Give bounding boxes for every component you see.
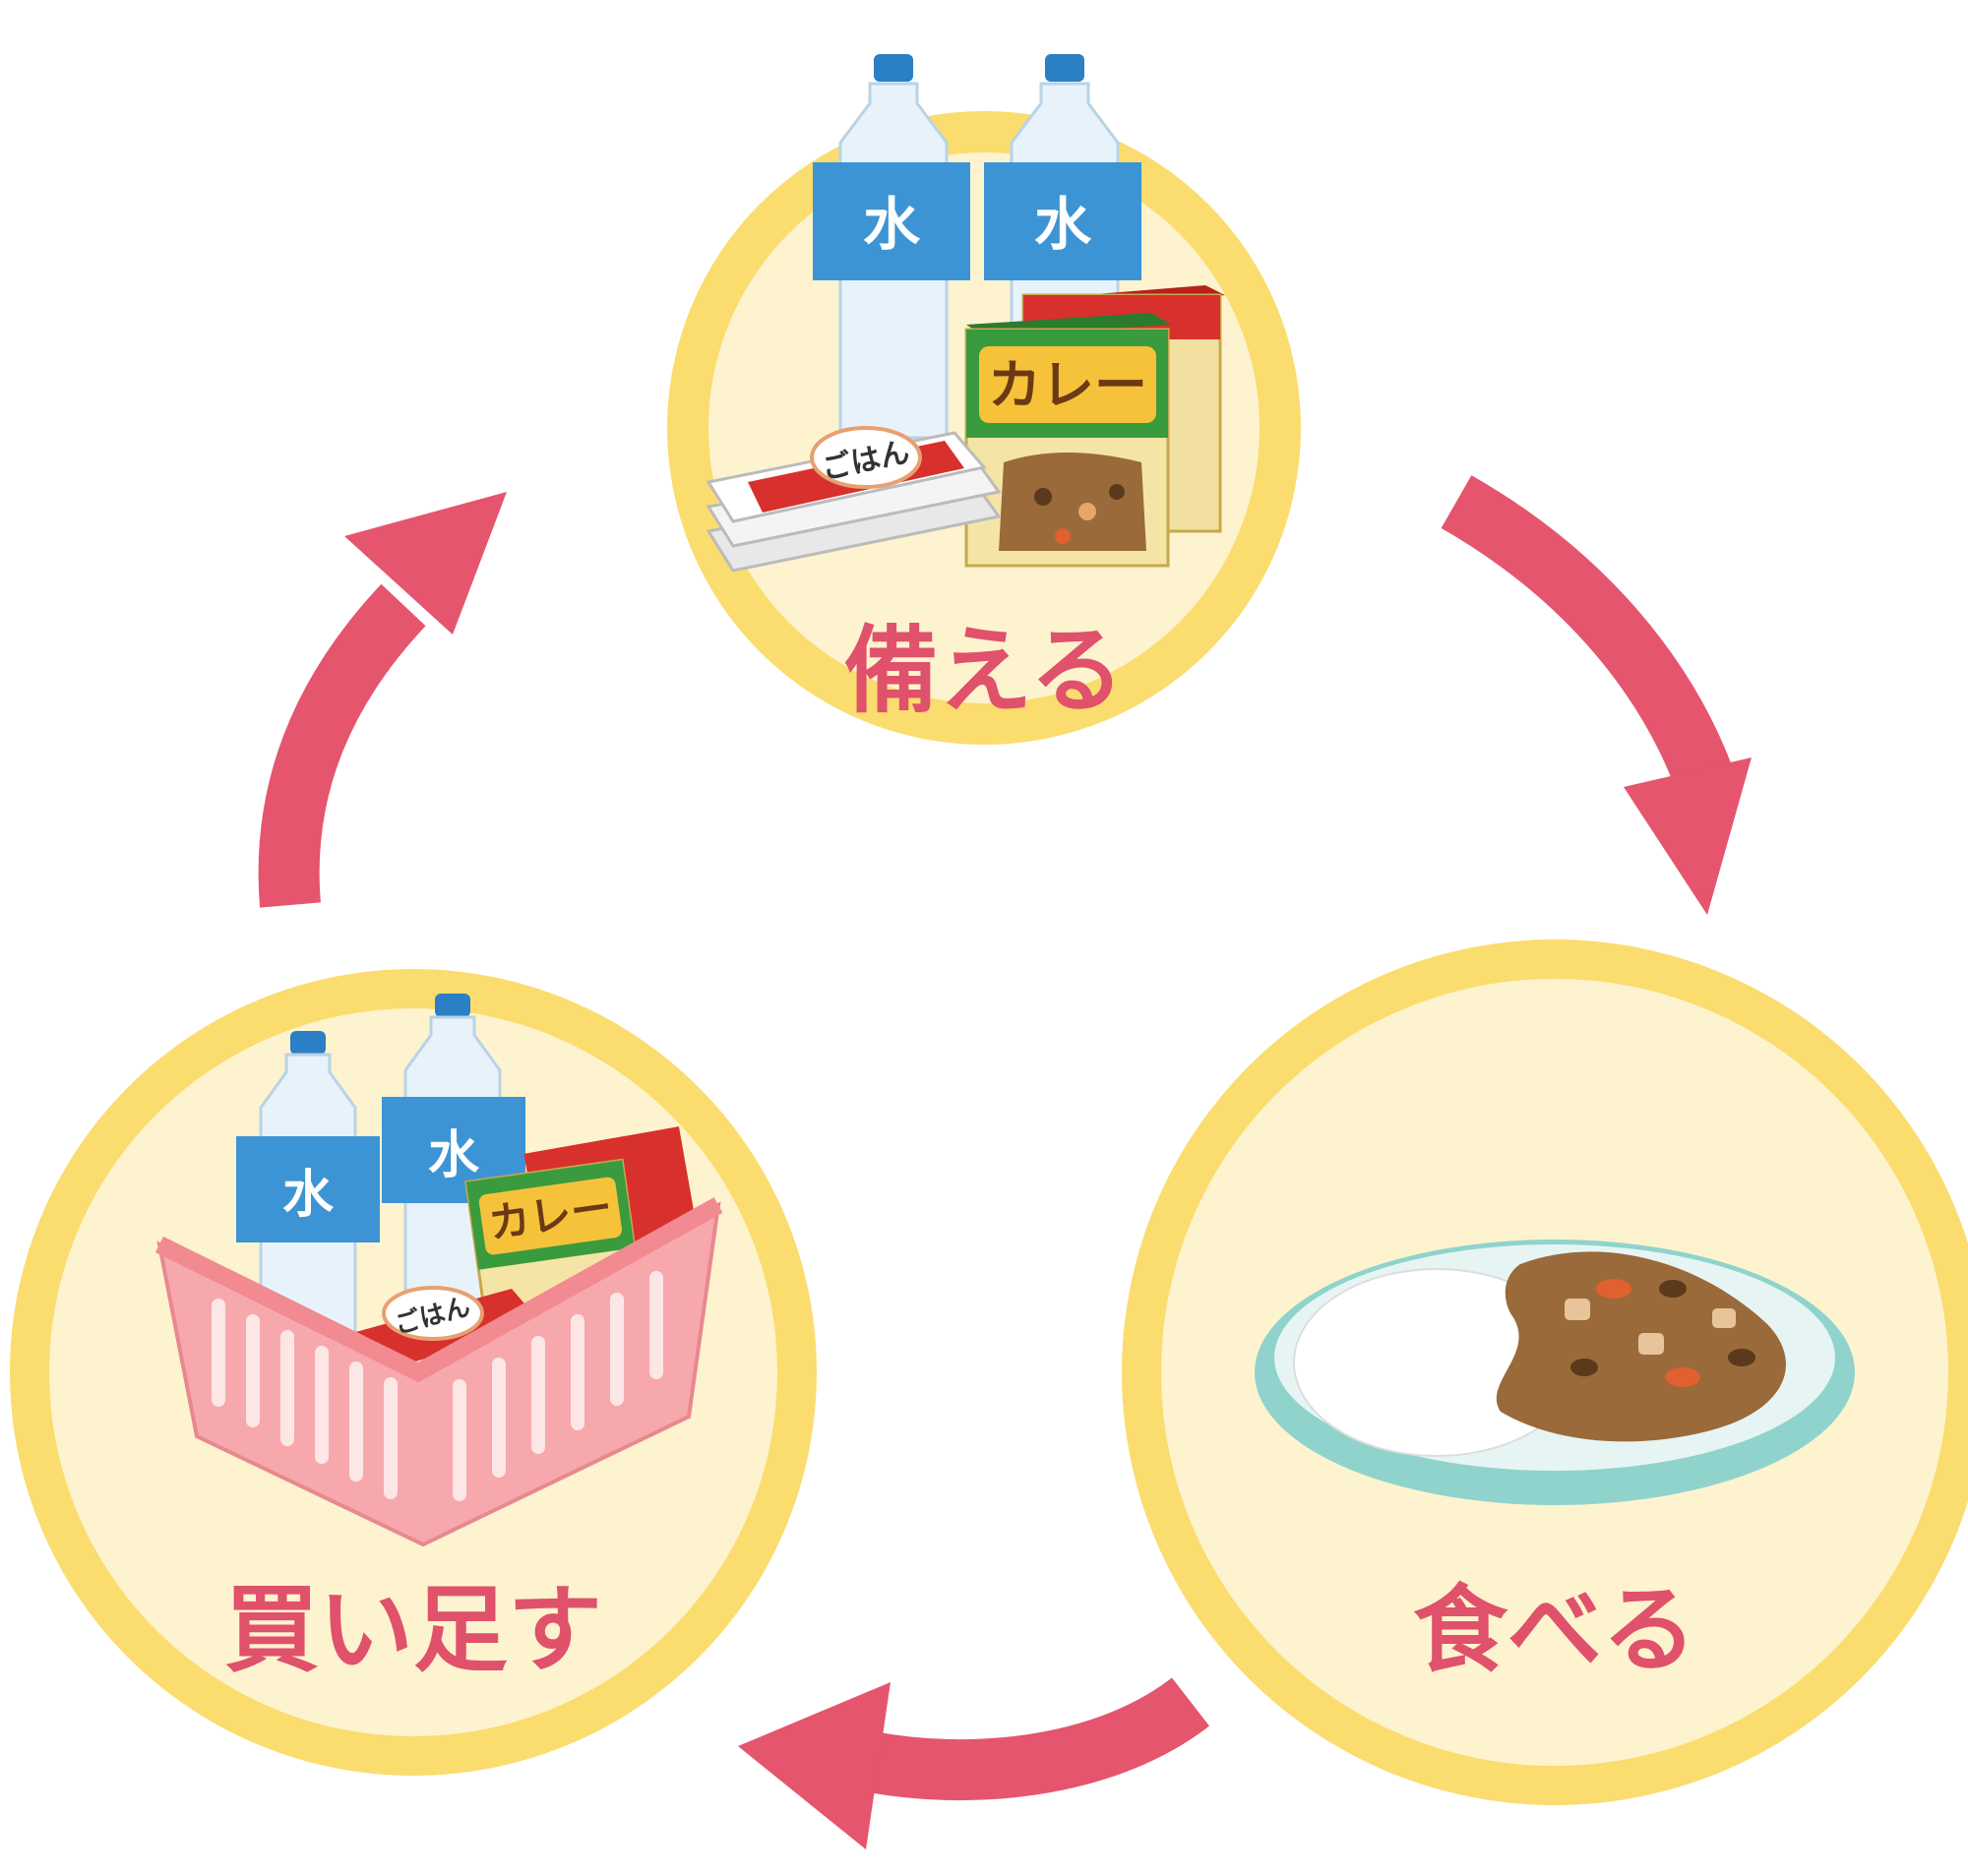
- stage-label: 食べる: [1413, 1575, 1696, 1685]
- water-label: 水: [1034, 191, 1092, 258]
- rice-pack-icon: ごはん: [706, 426, 1002, 573]
- water-bottle-icon: 水: [236, 1031, 380, 1346]
- stage-eat: 食べる: [1122, 939, 1968, 1805]
- stage-prepare: 水 水 カレー: [667, 54, 1301, 745]
- water-label: 水: [282, 1166, 335, 1225]
- water-label: 水: [863, 191, 921, 258]
- curry-box-icon: カレー: [964, 313, 1171, 568]
- curry-box-label: カレー: [988, 354, 1147, 416]
- curry-rice-plate-icon: [1255, 1240, 1855, 1505]
- cycle-arrow-icon: [738, 1677, 1210, 1849]
- cycle-arrow-icon: [1441, 475, 1752, 915]
- cycle-arrows: [258, 475, 1752, 1849]
- stage-label: 備える: [843, 616, 1124, 726]
- shopping-basket-icon: [155, 1197, 723, 1547]
- water-label: 水: [428, 1126, 480, 1185]
- stage-restock: 水 水 カレー ごはん: [10, 969, 817, 1776]
- stage-label: 買い足す: [224, 1575, 602, 1685]
- cycle-arrow-icon: [258, 492, 507, 908]
